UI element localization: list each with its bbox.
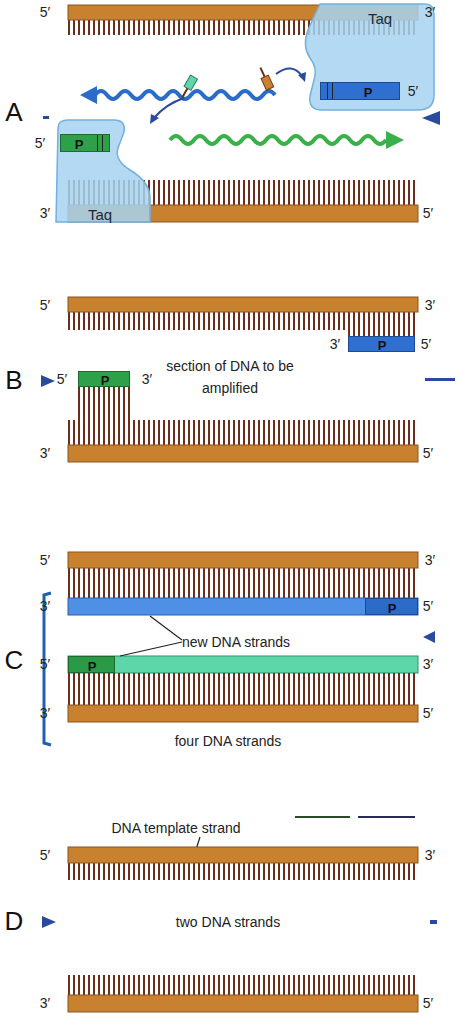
strand-end-label: 3′	[40, 445, 50, 461]
primer-box: P	[365, 598, 418, 615]
incorporation-arrow	[276, 68, 302, 76]
dna-strand	[68, 445, 418, 462]
nucleotide-base	[184, 75, 197, 90]
primer-label: P	[378, 339, 387, 352]
strand-end-label: 5′	[423, 598, 433, 614]
base-pairs	[68, 312, 418, 330]
marker	[425, 378, 455, 381]
nucleotide	[179, 75, 197, 99]
marker	[422, 111, 440, 125]
strand-end-label: 5′	[40, 4, 50, 20]
primer-stripe	[97, 135, 98, 151]
new-dna-strand	[68, 656, 418, 673]
dna-strand	[68, 847, 418, 863]
primer-label: P	[88, 660, 97, 673]
annotation-text: section of DNA to be amplified	[160, 355, 300, 399]
strand-end-label: 3′	[40, 705, 50, 721]
primer-label: P	[101, 374, 110, 387]
strand-end-label: 5′	[40, 297, 50, 313]
strand-end-label: 3′	[40, 205, 50, 221]
strand-end-label: 5′	[423, 705, 433, 721]
marker	[430, 920, 437, 924]
annotation-text: two DNA strands	[176, 914, 280, 930]
strand-end-label: 3′	[425, 552, 435, 568]
strand-end-label: 3′	[40, 598, 50, 614]
strand-end-label: 5′	[35, 135, 45, 151]
marker	[42, 916, 56, 928]
nucleotide	[257, 66, 274, 90]
primer-label: P	[364, 86, 373, 99]
nucleotide-stick	[183, 88, 188, 97]
marker-line	[358, 816, 415, 818]
primer-box: P	[68, 656, 115, 673]
base-pairs	[68, 568, 418, 598]
primer-box: P	[348, 336, 415, 352]
base-pairs	[68, 975, 418, 995]
strand-end-label: 5′	[57, 371, 67, 387]
strand-end-label: 3′	[40, 995, 50, 1011]
base-pairs	[78, 387, 130, 420]
primer-box: P	[60, 134, 110, 152]
annotation-text: new DNA strands	[182, 634, 290, 650]
strand-end-label: 3′	[425, 4, 435, 20]
primer-stripe	[327, 83, 328, 99]
marker	[43, 116, 49, 119]
primer-label: P	[75, 138, 84, 151]
new-dna-strand	[68, 598, 418, 615]
panel-letter: C	[5, 646, 24, 676]
primer-label: P	[388, 602, 397, 615]
strand-end-label: 3′	[423, 656, 433, 672]
nucleotide-base	[261, 75, 274, 90]
panel-letter: D	[5, 907, 24, 937]
synthesis-wave	[170, 136, 386, 144]
strand-end-label: 3′	[142, 371, 152, 387]
polymerase-shape	[305, 4, 434, 110]
polymerase-shape	[56, 120, 150, 222]
panel-letter: B	[5, 366, 22, 396]
dna-strand	[68, 705, 418, 722]
arrow-head	[298, 72, 306, 82]
strand-end-label: 5′	[40, 847, 50, 863]
strand-end-label: 5′	[423, 995, 433, 1011]
primer-box: P	[320, 82, 400, 100]
marker-line	[295, 816, 350, 818]
base-pairs	[68, 420, 418, 445]
dna-strand	[68, 995, 418, 1012]
strand-end-label: 5′	[423, 205, 433, 221]
dna-strand	[68, 297, 418, 312]
primer-stripe	[102, 135, 103, 151]
leader-line	[120, 642, 182, 656]
panel-letter: A	[5, 98, 22, 128]
strand-end-label: 5′	[40, 552, 50, 568]
primer-box: P	[78, 371, 130, 387]
incorporation-arrow	[154, 98, 184, 118]
strand-end-label: 3′	[425, 847, 435, 863]
primer-stripe	[332, 83, 333, 99]
strand-end-label: 5′	[423, 445, 433, 461]
base-pairs	[68, 863, 418, 880]
annotation-text: DNA template strand	[111, 820, 240, 836]
strand-end-label: 5′	[421, 336, 431, 352]
dna-strand	[68, 552, 418, 568]
enzyme-label: Taq	[368, 11, 392, 26]
strand-end-label: 5′	[408, 83, 418, 99]
arrow-head	[386, 131, 404, 149]
strand-end-label: 3′	[425, 297, 435, 313]
arrow-head	[80, 86, 97, 104]
base-pairs	[68, 673, 418, 705]
polymerase-blob: Taq P	[52, 118, 154, 226]
strand-end-label: 5′	[40, 656, 50, 672]
annotation-text: four DNA strands	[175, 733, 282, 749]
enzyme-label: Taq	[88, 207, 112, 222]
leader-line	[150, 616, 182, 640]
strand-end-label: 3′	[330, 336, 340, 352]
marker	[423, 631, 435, 643]
arrow-head	[150, 114, 159, 124]
nucleotide-stick	[260, 68, 264, 77]
marker	[41, 375, 55, 387]
